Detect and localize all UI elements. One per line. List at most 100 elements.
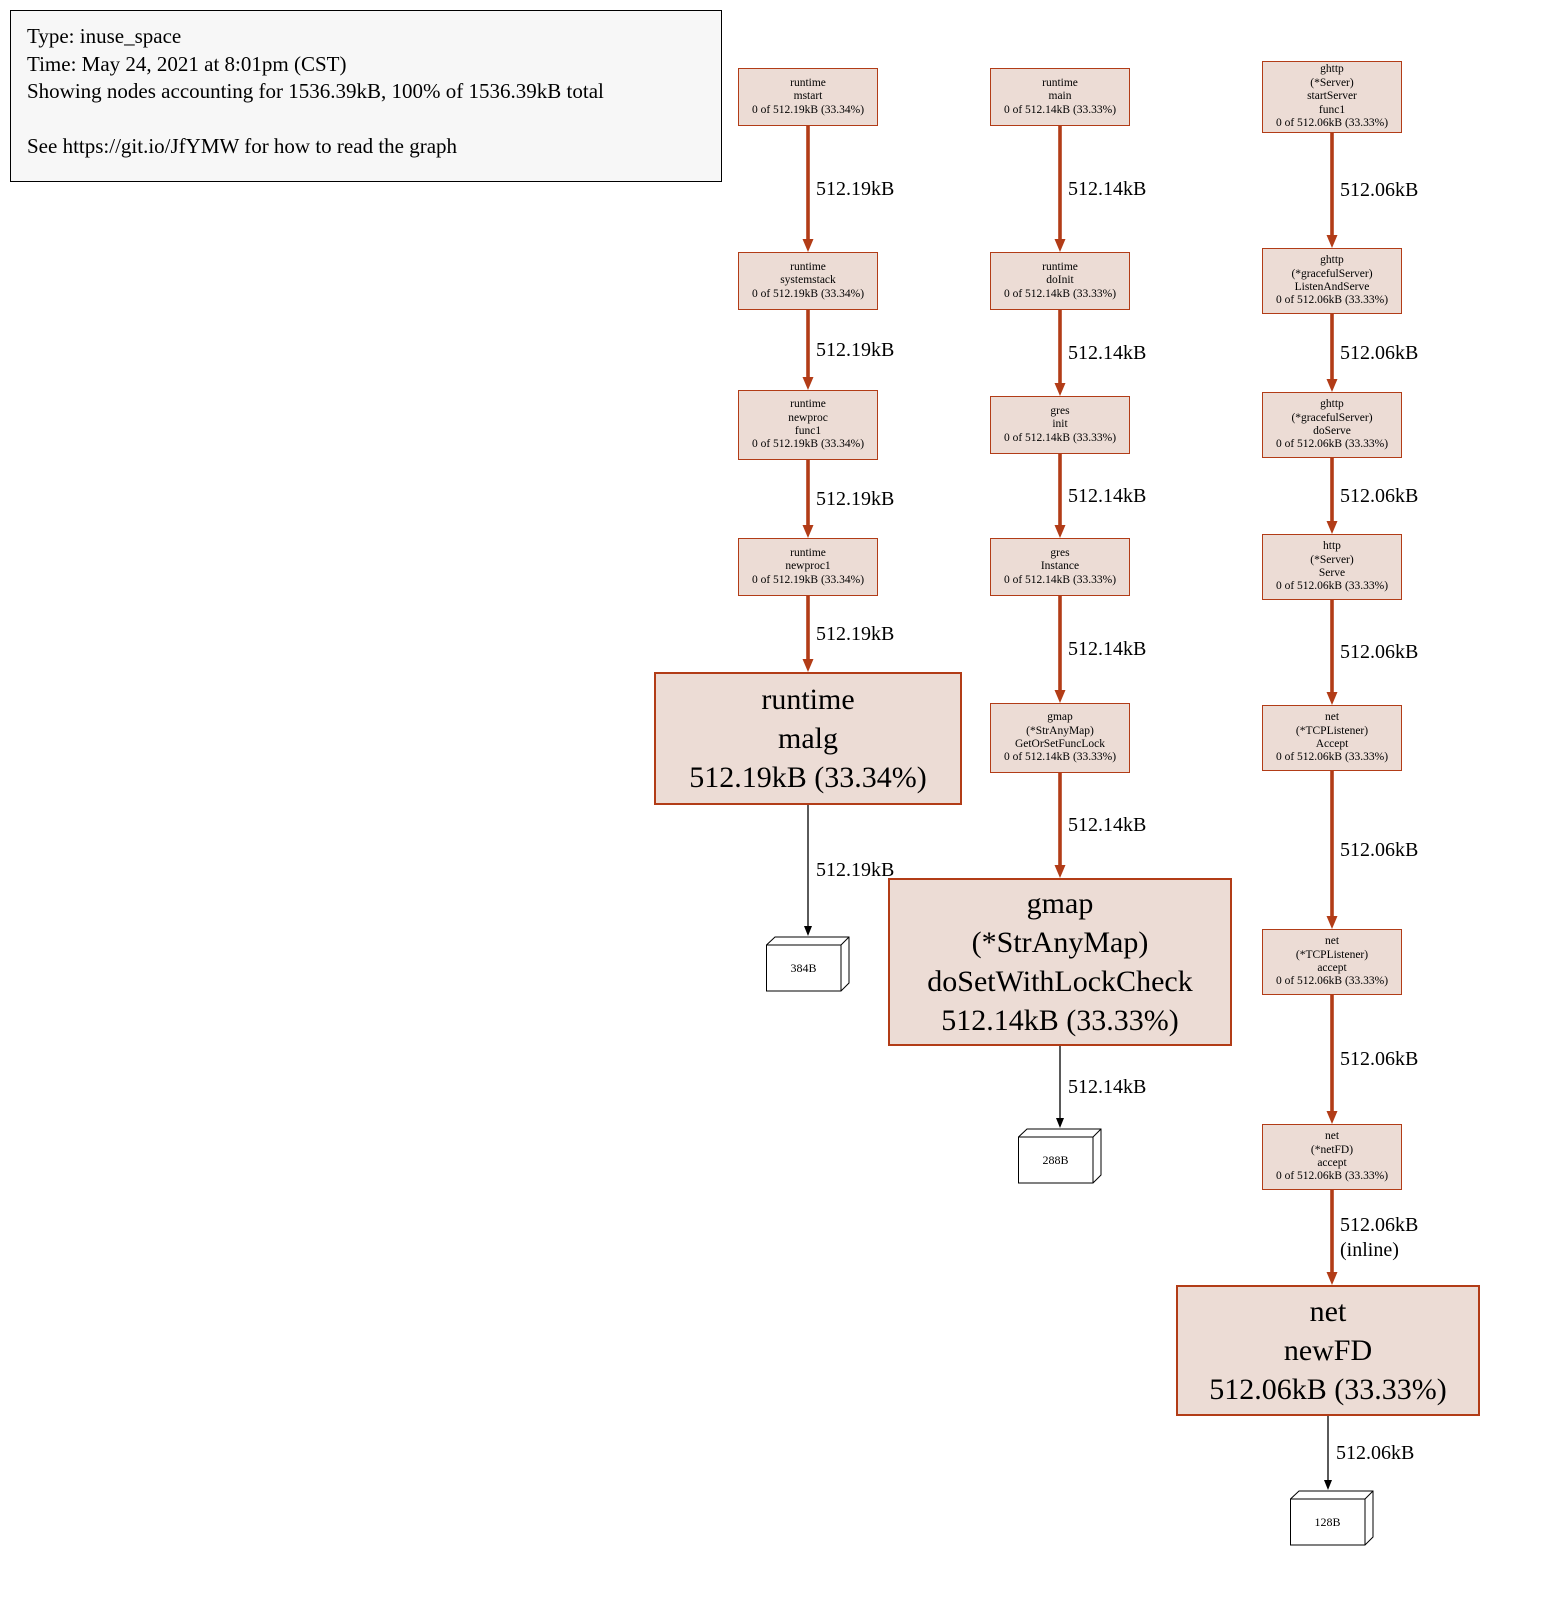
- arrowhead-icon: [1326, 379, 1338, 392]
- edge-label: 512.19kB: [816, 177, 894, 202]
- node-line: (*StrAnyMap): [971, 926, 1149, 959]
- edge-label: 512.19kB: [816, 858, 894, 883]
- node-line: 0 of 512.14kB (33.33%): [1003, 751, 1117, 764]
- node-line: 0 of 512.19kB (33.34%): [751, 287, 865, 300]
- edge-weight-label: 512.19kB: [816, 859, 895, 881]
- node-line: newproc1: [785, 560, 831, 573]
- node-line: 0 of 512.14kB (33.33%): [1003, 573, 1117, 586]
- node-line: gmap: [1047, 711, 1073, 724]
- arrowhead-icon: [1054, 239, 1066, 252]
- arrowhead-icon: [802, 525, 814, 538]
- arrowhead-icon: [1326, 235, 1338, 248]
- arrowhead-icon: [1054, 690, 1066, 703]
- node-line: newproc: [788, 411, 828, 424]
- node-line: 512.14kB (33.33%): [941, 1004, 1179, 1037]
- arrowhead-icon: [1326, 916, 1338, 929]
- node-line: doInit: [1046, 274, 1074, 287]
- edge-inline-label: (inline): [1340, 1239, 1399, 1261]
- node-line: doSetWithLockCheck: [927, 965, 1193, 998]
- edge-weight-label: 512.06kB: [1336, 1442, 1415, 1464]
- memory-size-label: 288B: [1042, 1153, 1069, 1167]
- arrowhead-icon: [1326, 521, 1338, 534]
- node-mem-384b[interactable]: 384B: [766, 936, 850, 992]
- node-line: 512.19kB (33.34%): [689, 761, 927, 794]
- node-line: malg: [778, 722, 838, 755]
- node-line: ghttp: [1320, 63, 1344, 76]
- node-line: (*TCPListener): [1295, 948, 1369, 961]
- node-line: 0 of 512.19kB (33.34%): [751, 103, 865, 116]
- legend-time: Time: May 24, 2021 at 8:01pm (CST): [27, 51, 347, 76]
- node-line: accept: [1317, 962, 1347, 974]
- legend-help: See https://git.io/JfYMW for how to read…: [27, 134, 458, 158]
- node-line: systemstack: [780, 274, 836, 287]
- edge-weight-label: 512.14kB: [1068, 342, 1147, 364]
- node-line: 0 of 512.06kB (33.33%): [1275, 1170, 1389, 1183]
- edge-weight-label: 512.19kB: [816, 623, 895, 645]
- edge-label: 512.14kB: [1068, 484, 1146, 509]
- edge-label: 512.06kB (inline): [1340, 1213, 1418, 1263]
- edge-label: 512.19kB: [816, 338, 894, 363]
- node-line: ListenAndServe: [1294, 281, 1370, 293]
- edge-label: 512.06kB: [1340, 178, 1418, 203]
- node-line: func1: [794, 425, 822, 437]
- node-line: runtime: [1042, 76, 1078, 89]
- arrowhead-icon: [1324, 1480, 1332, 1490]
- node-line: (*gracefulServer): [1291, 411, 1373, 424]
- edge-label: 512.06kB: [1340, 484, 1418, 509]
- node-line: (*TCPListener): [1295, 724, 1369, 737]
- node-line: runtime: [790, 398, 826, 411]
- edge-weight-label: 512.19kB: [816, 339, 895, 361]
- edge-weight-label: 512.19kB: [816, 178, 895, 200]
- memory-size-label: 128B: [1314, 1515, 1341, 1529]
- edge-label: 512.06kB: [1340, 1047, 1418, 1072]
- arrowhead-icon: [1054, 865, 1066, 878]
- node-line: (*Server): [1310, 76, 1354, 89]
- node-line: 0 of 512.14kB (33.33%): [1003, 103, 1117, 116]
- edge-label: 512.14kB: [1068, 1075, 1146, 1100]
- arrowhead-icon: [1326, 1111, 1338, 1124]
- node-line: 0 of 512.06kB (33.33%): [1275, 580, 1389, 593]
- node-line: (*StrAnyMap): [1026, 724, 1094, 737]
- memory-size-label: 384B: [790, 961, 817, 975]
- edge-label: 512.19kB: [816, 622, 894, 647]
- edge-weight-label: 512.06kB: [1340, 1048, 1419, 1070]
- node-mem-128b[interactable]: 128B: [1290, 1490, 1374, 1546]
- node-mem-288b[interactable]: 288B: [1018, 1128, 1102, 1184]
- arrowhead-icon: [1326, 692, 1338, 705]
- node-line: 0 of 512.14kB (33.33%): [1003, 431, 1117, 444]
- node-line: doServe: [1313, 425, 1351, 437]
- node-line: newFD: [1283, 1334, 1373, 1367]
- node-line: runtime: [790, 260, 826, 273]
- edge-weight-label: 512.06kB: [1340, 1214, 1419, 1236]
- node-line: net: [1324, 711, 1340, 724]
- edge-label: 512.06kB: [1340, 341, 1418, 366]
- node-line: gres: [1050, 404, 1070, 417]
- edge-label: 512.14kB: [1068, 637, 1146, 662]
- node-line: 0 of 512.06kB (33.33%): [1275, 751, 1389, 764]
- legend-type: Type: inuse_space: [27, 24, 182, 48]
- node-line: 0 of 512.06kB (33.33%): [1275, 975, 1389, 988]
- edge-weight-label: 512.14kB: [1068, 485, 1147, 507]
- arrowhead-icon: [1054, 525, 1066, 538]
- edge-weight-label: 512.06kB: [1340, 839, 1419, 861]
